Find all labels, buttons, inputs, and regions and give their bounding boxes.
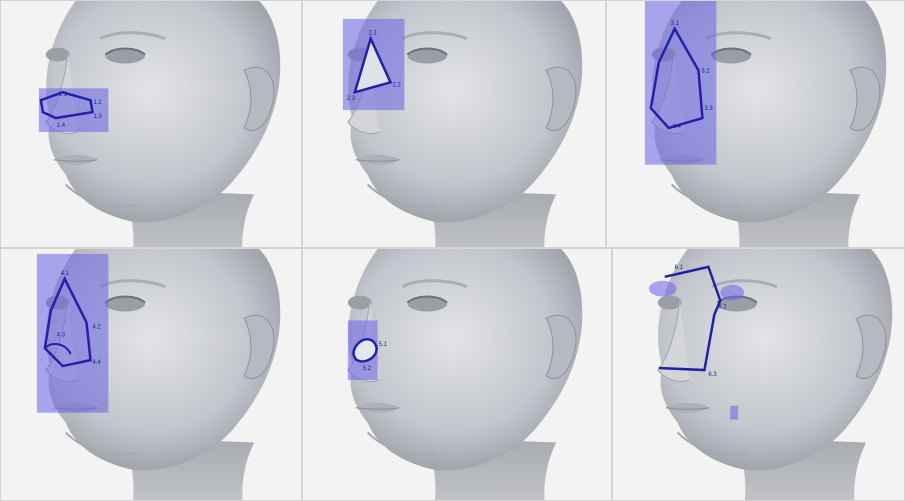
face-illustration: 6.1 6.2 6.3 [613, 249, 904, 500]
panel-cheek-periorbital: 6.1 6.2 6.3 [612, 248, 905, 501]
face-illustration: 4.1 4.2 4.3 4.4 [1, 249, 301, 500]
marker-label: 3.2 [701, 68, 709, 74]
marker-label: 3.1 [671, 21, 680, 27]
marker-label: 2.2 [393, 82, 401, 88]
marker-label: 4.3 [57, 332, 66, 338]
marker-label: 4.2 [92, 324, 100, 330]
marker-label: 5.1 [379, 342, 388, 348]
panel-nasal-tip-ala: 4.1 4.2 4.3 4.4 [0, 248, 302, 501]
highlight-region [720, 285, 744, 301]
marker-label: 6.2 [718, 305, 726, 311]
face-illustration: 2.1 2.2 2.3 [303, 1, 605, 247]
panel-ala-nostril: 5.1 5.2 [302, 248, 612, 501]
highlight-region [649, 281, 677, 297]
marker-label: 1.4 [57, 123, 66, 129]
highlight-region [730, 406, 738, 420]
face-illustration: 3.1 3.2 3.3 3.4 [607, 1, 904, 247]
panel-nasal-sidewall: 3.1 3.2 3.3 3.4 [606, 0, 905, 248]
marker-label: 1.2 [93, 100, 101, 106]
marker-label: 4.4 [92, 360, 101, 366]
marker-label: 2.3 [347, 96, 356, 102]
marker-label: 3.4 [673, 124, 682, 130]
marker-label: 6.3 [708, 372, 717, 378]
face-illustration: 5.1 5.2 [303, 249, 611, 500]
marker-label: 6.1 [675, 265, 684, 271]
marker-label: 2.1 [369, 31, 378, 37]
face-illustration: 1.1 1.2 1.3 1.4 [1, 1, 301, 247]
marker-label: 5.2 [363, 366, 371, 372]
panel-nasal-dorsum-lower: 1.1 1.2 1.3 1.4 [0, 0, 302, 248]
marker-label: 4.1 [61, 271, 70, 277]
marker-label: 3.3 [704, 106, 713, 112]
marker-label: 1.3 [93, 114, 102, 120]
panel-nasal-dorsum-triangle: 2.1 2.2 2.3 [302, 0, 606, 248]
marker-label: 1.1 [59, 92, 68, 98]
